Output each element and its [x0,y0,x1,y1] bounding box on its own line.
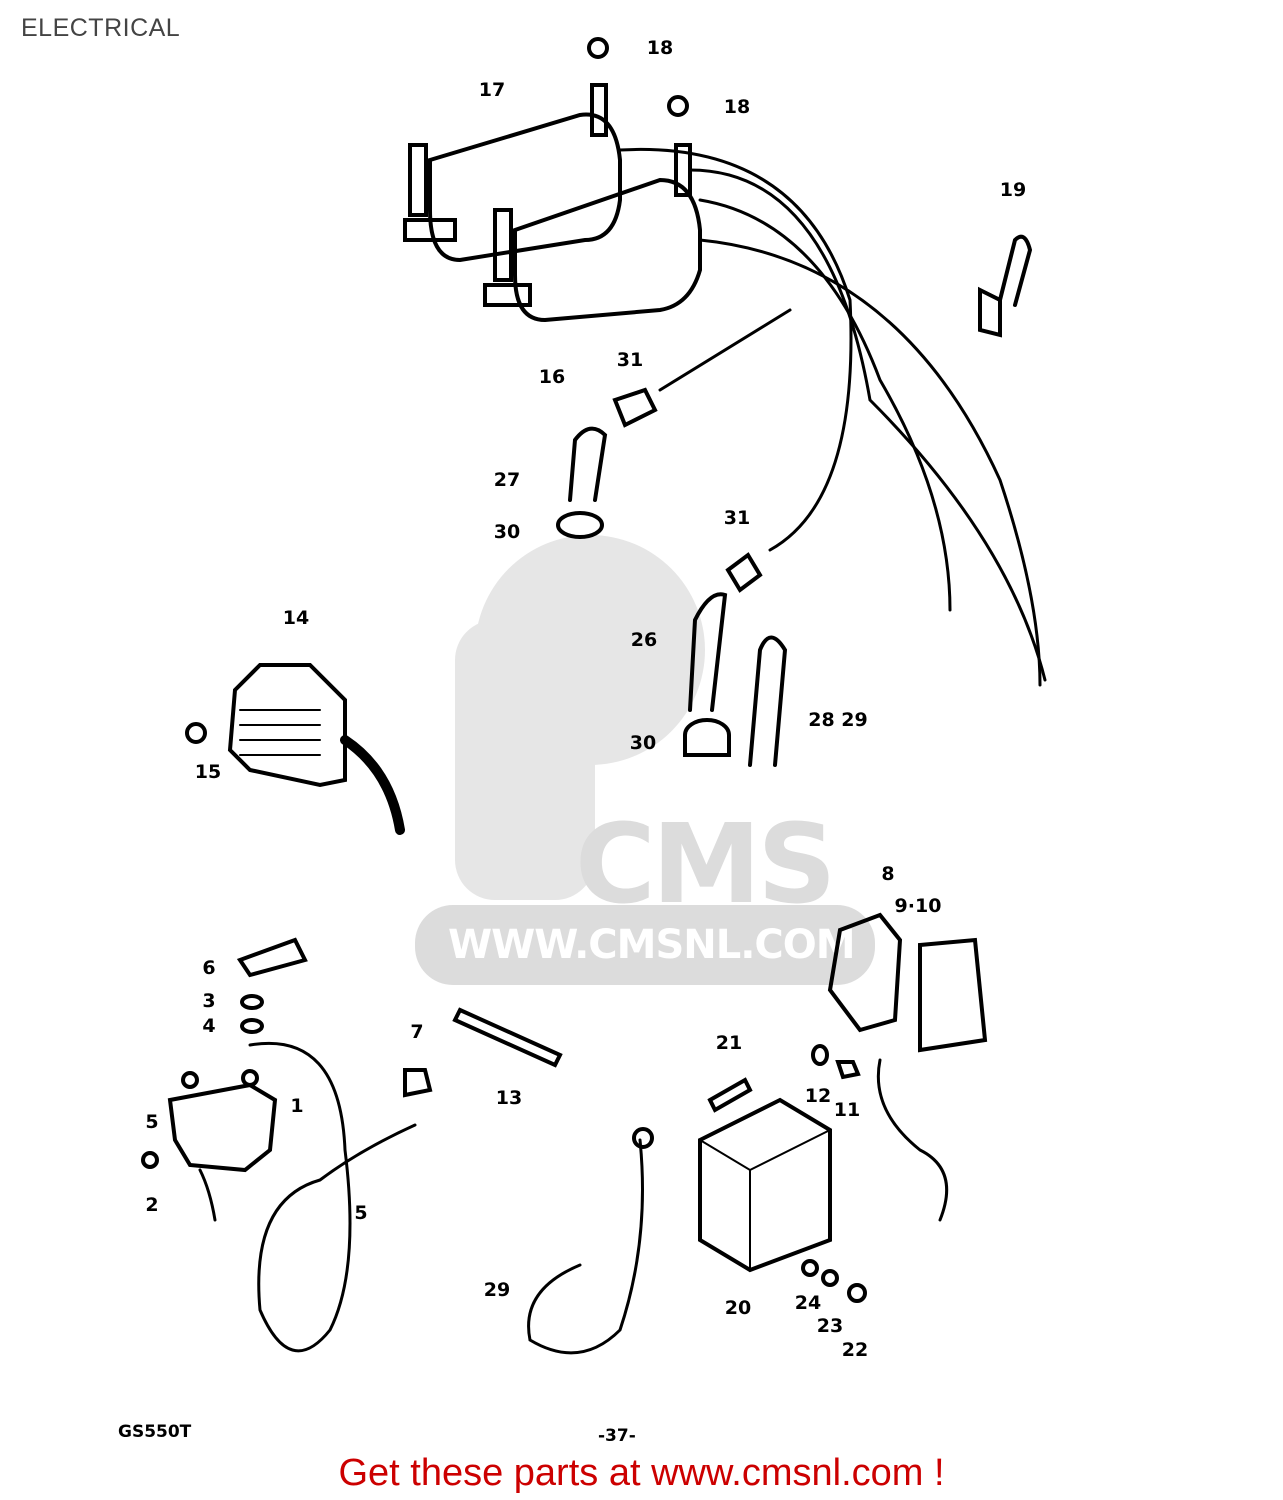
callout-label: 6 [202,957,216,979]
battery-20 [698,1097,832,1273]
model-code: GS550T [118,1422,192,1442]
callout-label: 31 [723,507,751,529]
cap-18 [587,37,609,59]
callout-label: 8 [881,863,895,885]
callout-label: 2 [145,1194,159,1216]
callout-label: 16 [538,366,566,388]
screw-15 [185,722,207,744]
callout-label: 24 [794,1292,822,1314]
plug-cap-26 [688,592,728,712]
callout-label: 15 [194,761,222,783]
screw-2 [141,1151,159,1169]
page-title: ELECTRICAL [21,14,181,42]
fuse-21 [707,1077,753,1113]
callout-label: 19 [999,179,1027,201]
starter-relay-1 [167,1069,278,1222]
ignitor-14 [227,663,405,835]
washer-4 [240,1018,264,1034]
bolt-12 [811,1044,829,1066]
callout-label: 23 [816,1315,844,1337]
clamp-19 [978,234,1033,338]
callout-label: 9·10 [894,895,942,917]
callout-label: 13 [495,1087,523,1109]
callout-label: 5 [354,1202,368,1224]
seal-30b [683,718,731,757]
high-tension-leads [618,147,1047,687]
callout-label: 28 29 [808,709,868,731]
promo-link[interactable]: Get these parts at www.cmsnl.com ! [338,1452,945,1494]
joint-31 [612,387,658,428]
callout-label: 12 [804,1085,832,1107]
plug-cap-27 [568,426,608,502]
callout-label: 20 [724,1297,752,1319]
washer-23 [821,1269,839,1287]
ignition-coil-17 [403,83,622,263]
callout-label: 7 [410,1021,424,1043]
watermark-url: WWW.CMSNL.COM [448,922,856,968]
washer-24 [801,1259,819,1277]
ground-cable-29 [527,1138,644,1355]
page-number: -37- [598,1426,636,1446]
bolt-22 [847,1283,867,1303]
grommet-11 [835,1060,861,1080]
callout-label: 17 [478,79,506,101]
callout-label: 22 [841,1339,869,1361]
callout-label: 5 [145,1111,159,1133]
callout-label: 18 [723,96,751,118]
callout-label: 30 [493,521,521,543]
bracket-13 [452,1007,563,1068]
nut-3 [240,994,264,1010]
plug-cap-28 [748,635,788,767]
regulator-8 [827,912,988,1222]
callout-label: 27 [493,469,521,491]
joint-31b [725,552,763,593]
callout-label: 31 [616,349,644,371]
callout-label: 18 [646,37,674,59]
cap-18b [667,95,689,117]
ignition-coil-16 [483,143,702,323]
callout-label: 11 [833,1099,861,1121]
callout-label: 3 [202,990,216,1012]
battery-cable-5 [248,1041,417,1353]
callout-label: 21 [715,1032,743,1054]
callout-label: 29 [483,1279,511,1301]
callout-label: 1 [290,1095,304,1117]
seal-30 [556,511,604,539]
callout-label: 4 [202,1015,216,1037]
fuse-holder-7 [403,1068,433,1098]
callout-label: 26 [630,629,658,651]
watermark-brand: CMS [575,800,836,928]
callout-label: 30 [629,732,657,754]
callout-label: 14 [282,607,310,629]
cap-6 [236,937,308,978]
